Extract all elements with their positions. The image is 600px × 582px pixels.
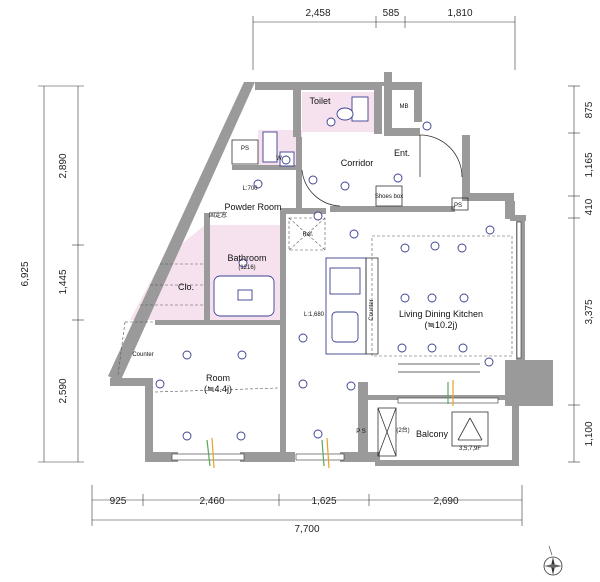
compass-icon <box>543 545 563 576</box>
label-mb: MB <box>400 104 409 110</box>
dim-right-3: 410 <box>584 198 595 215</box>
label-bathroom: Bathroom <box>227 253 266 263</box>
room-labels: Toilet MB PS Corridor Ent. Shoes box PS … <box>132 96 483 452</box>
dim-left-3: 2,590 <box>58 378 69 403</box>
label-ac-unit: (2台) <box>396 426 409 434</box>
dim-right-2: 1,165 <box>584 152 595 177</box>
dim-left-1: 2,890 <box>58 153 69 178</box>
label-bathroom-size: (1216) <box>238 265 255 271</box>
label-hatch: 3,5,7,9F <box>459 446 481 452</box>
label-closet: Clo. <box>178 282 194 292</box>
label-shoes-box: Shoes box <box>375 194 403 200</box>
dim-right-5: 1,100 <box>584 421 595 446</box>
label-ps-right: PS <box>454 203 462 209</box>
label-ps-top: PS <box>241 146 249 152</box>
dim-left-2: 1,445 <box>58 269 69 294</box>
dim-bottom-1: 925 <box>110 496 127 507</box>
label-powder-l: L:700 <box>242 186 258 192</box>
label-entrance: Ent. <box>394 148 410 158</box>
label-ldk: Living Dining Kitchen <box>399 309 483 319</box>
dim-top-2: 585 <box>383 8 400 19</box>
label-powder-room: Powder Room <box>224 202 281 212</box>
light-fixture-icon <box>155 117 495 441</box>
label-balcony: Balcony <box>416 429 449 439</box>
fixtures <box>117 96 522 469</box>
label-refrigerator: Ref. <box>302 232 313 238</box>
dim-right-4: 3,375 <box>584 299 595 324</box>
dimension-lines <box>38 16 580 526</box>
label-fixed-window: 固定窓 <box>209 211 227 219</box>
label-toilet: Toilet <box>309 96 331 106</box>
label-kitchen-l: L:1,680 <box>304 312 325 318</box>
dim-bottom-4: 2,690 <box>433 496 458 507</box>
dim-top-3: 1,810 <box>447 8 472 19</box>
walls <box>108 72 553 466</box>
label-room: Room <box>206 373 230 383</box>
dim-left-total: 6,925 <box>20 261 31 286</box>
dimension-labels: 2,458 585 1,810 6,925 2,890 1,445 2,590 … <box>20 8 595 535</box>
label-counter-kitchen: Counter <box>369 299 375 320</box>
dim-right-1: 875 <box>584 101 595 118</box>
label-counter-room: Counter <box>132 352 153 358</box>
dim-bottom-total: 7,700 <box>294 524 319 535</box>
label-room-size: (≒4.4j) <box>204 384 232 394</box>
dim-bottom-3: 1,625 <box>311 496 336 507</box>
label-laundry: W <box>276 156 282 162</box>
label-ldk-size: (≒10.2j) <box>424 320 457 330</box>
dim-bottom-2: 2,460 <box>199 496 224 507</box>
label-corridor: Corridor <box>341 158 374 168</box>
dim-top-1: 2,458 <box>305 8 330 19</box>
label-ps-balcony: P S <box>356 429 366 435</box>
